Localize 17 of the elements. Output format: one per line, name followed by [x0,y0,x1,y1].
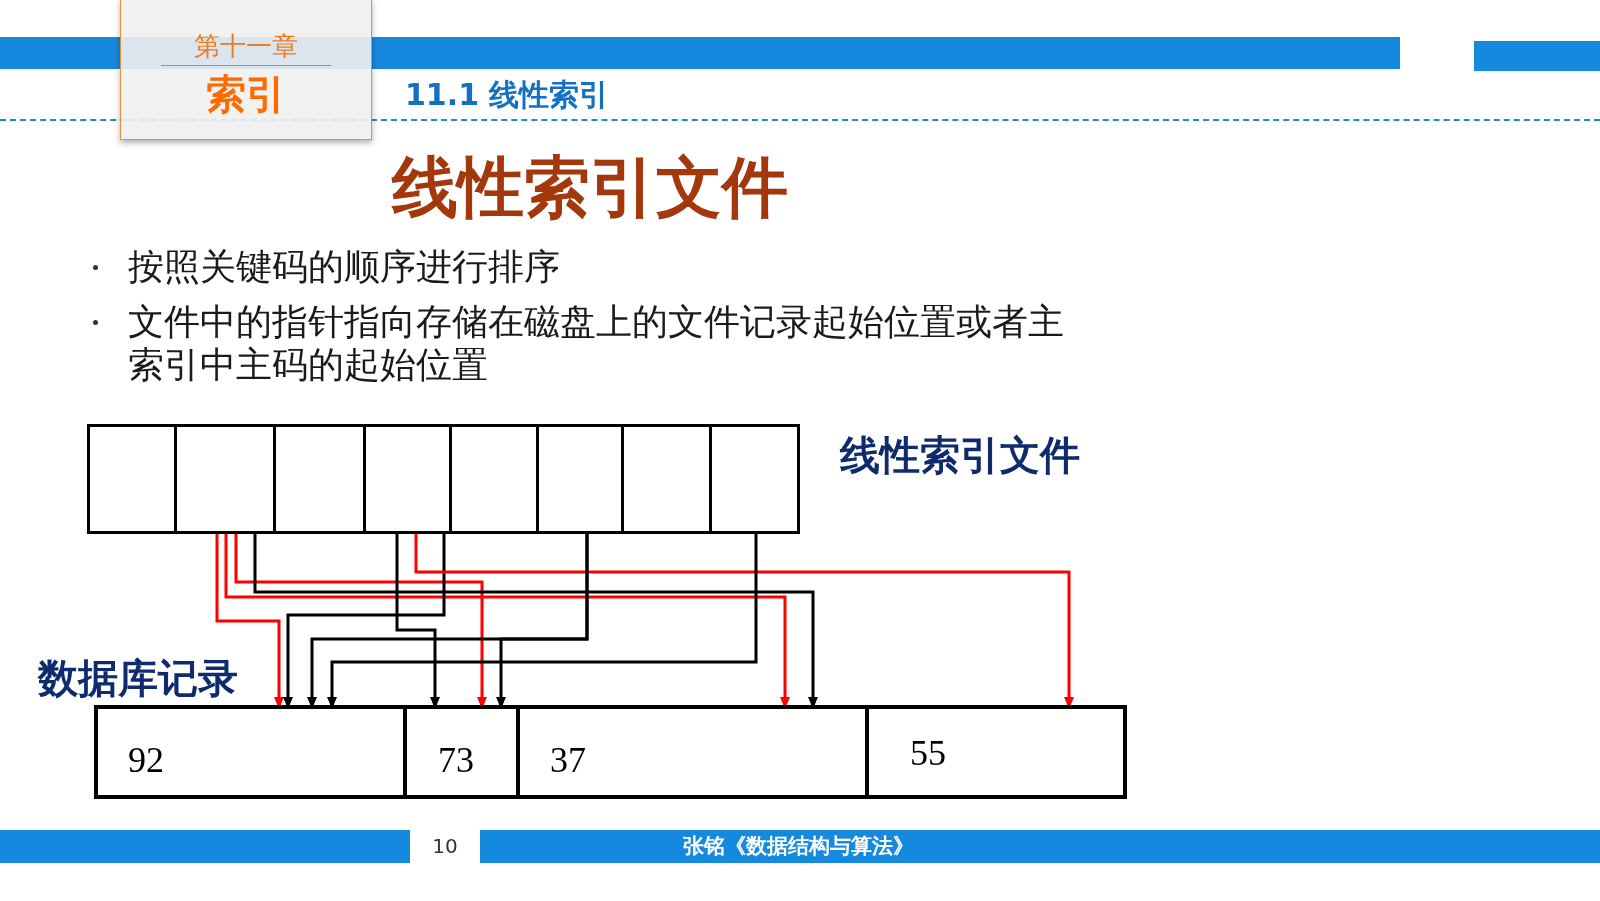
record-key: 37 [550,740,586,780]
chapter-title: 索引 [206,72,286,116]
chapter-number: 第十一章 [194,31,298,61]
bullet-text: 文件中的指针指向存储在磁盘上的文件记录起始位置或者主索引中主码的起始位置 [128,300,1065,386]
array-caption: 线性索引文件 [840,431,1080,479]
records-caption: 数据库记录 [38,654,238,702]
page-number: 10 [431,834,459,858]
record-strip [94,705,1127,799]
chapter-tab [120,0,372,140]
footer-text: 张铭《数据结构与算法》 [681,833,915,859]
slide-title: 线性索引文件 [392,152,788,224]
index-array [87,424,800,534]
record-key: 73 [438,740,474,780]
record-key: 55 [910,733,946,773]
bullet-text: 按照关键码的顺序进行排序 [128,245,561,288]
record-key: 92 [128,740,164,780]
section-heading: 11.1 线性索引 [405,77,610,113]
